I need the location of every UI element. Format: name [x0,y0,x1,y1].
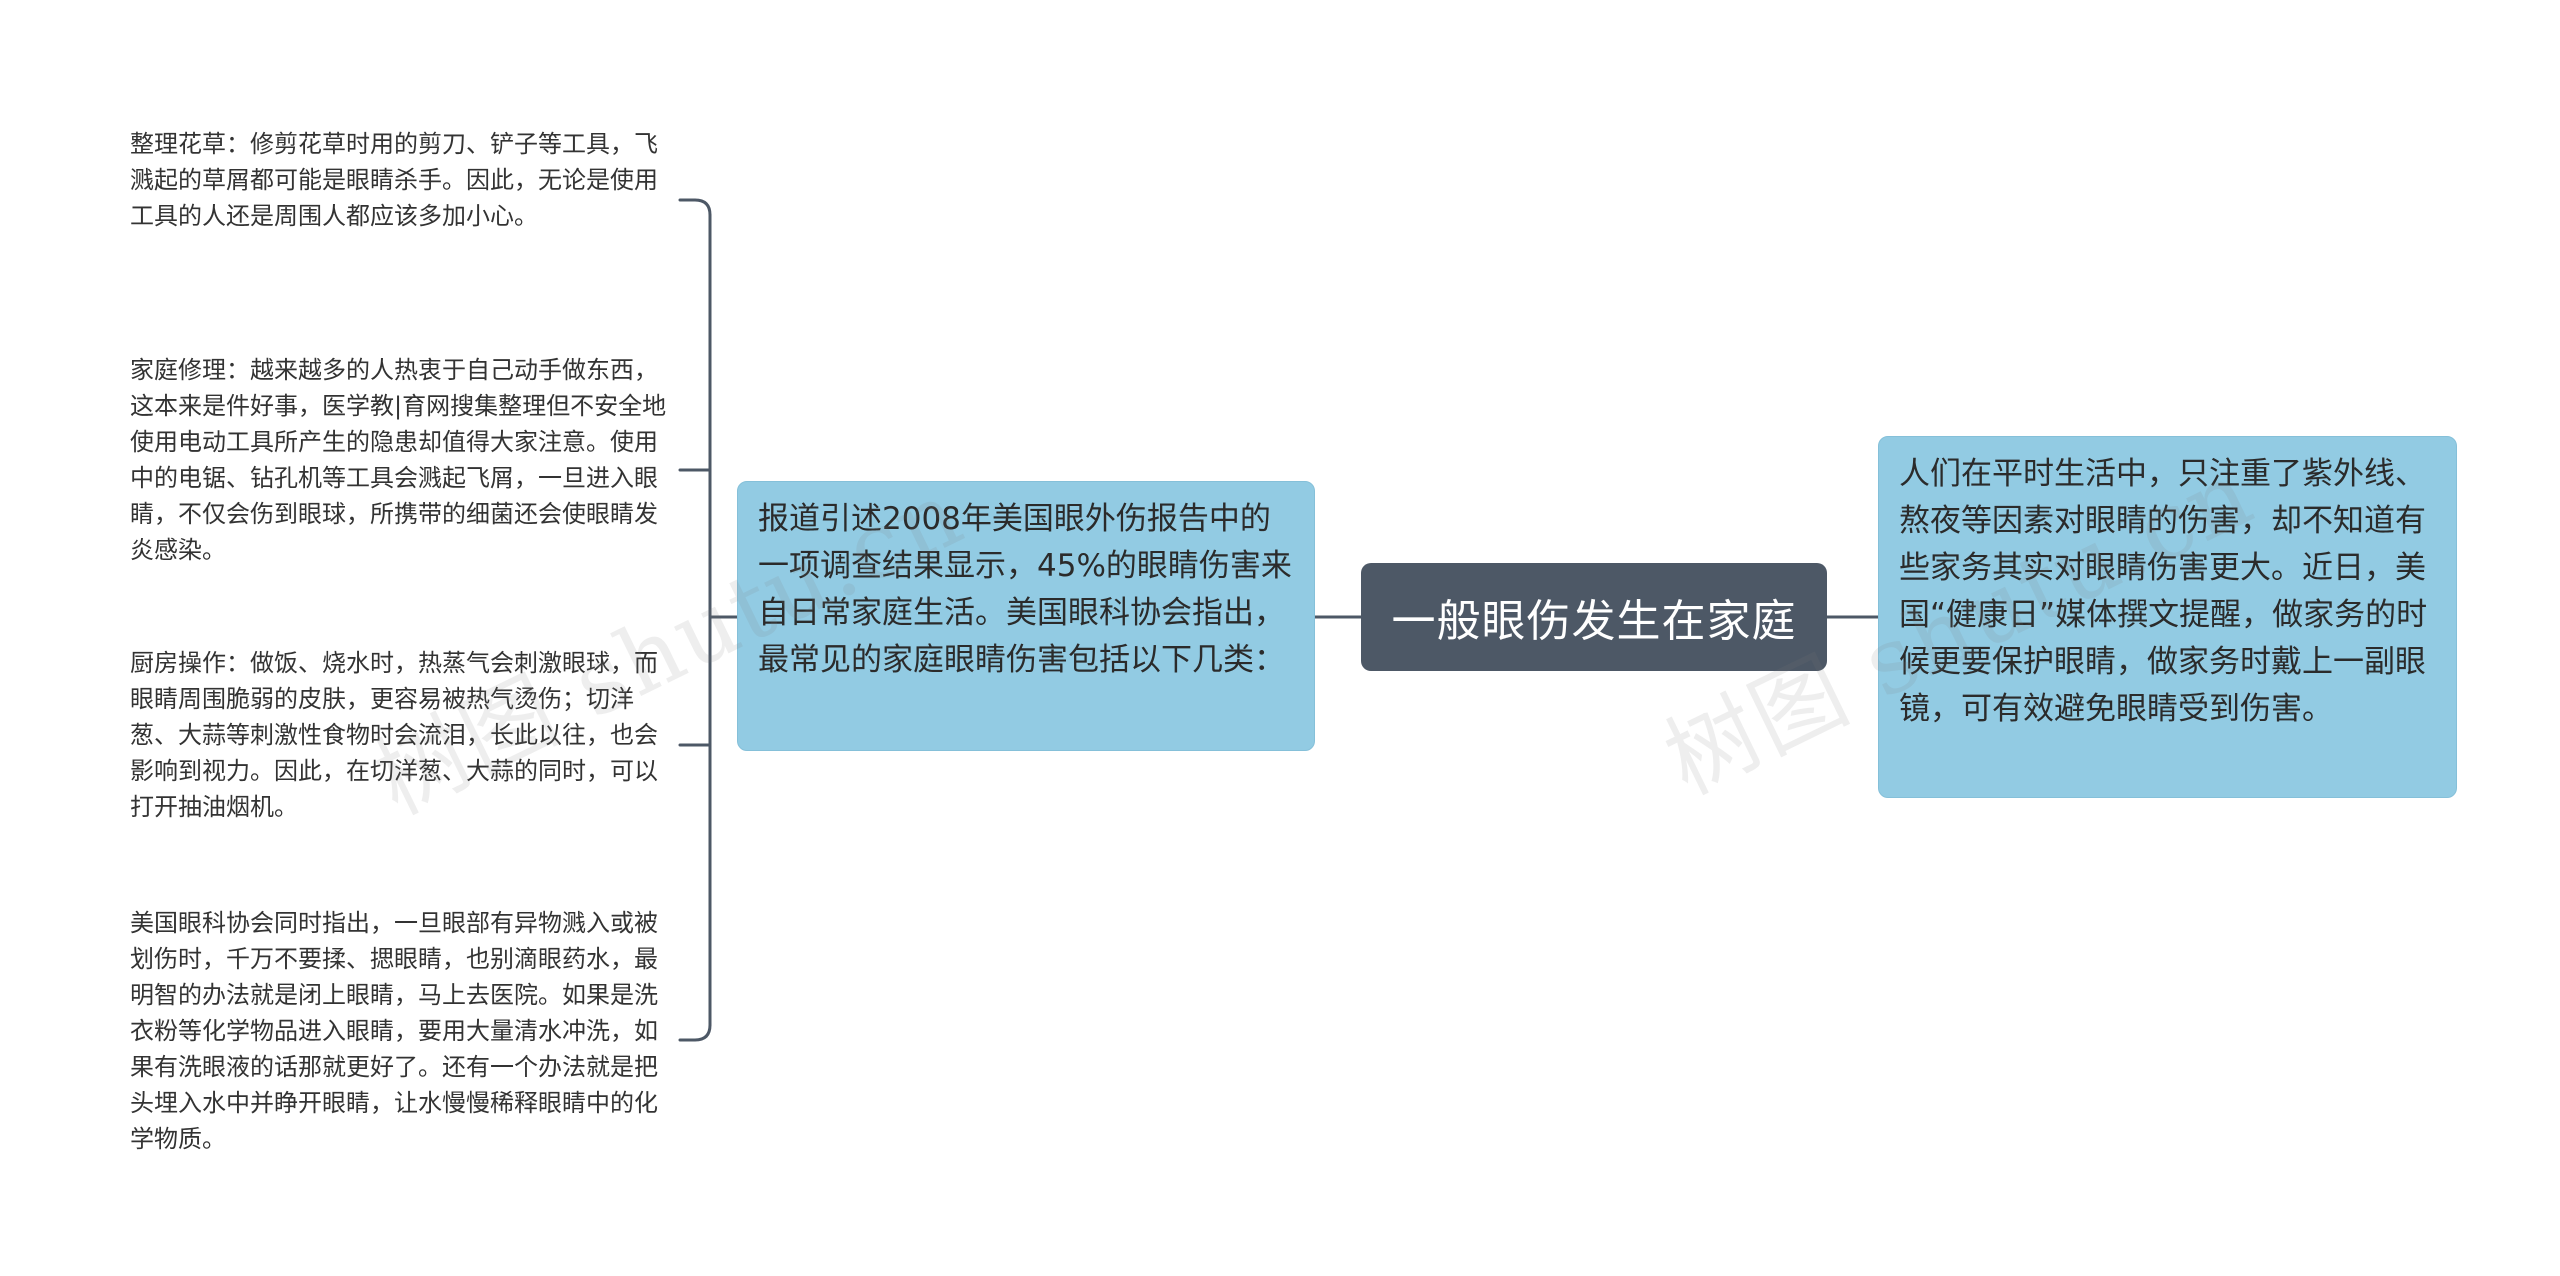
leaf-kitchen[interactable]: 厨房操作：做饭、烧水时，热蒸气会刺激眼球，而眼睛周围脆弱的皮肤，更容易被热气烫伤… [130,645,675,825]
bracket-tick-1 [678,198,712,217]
leaf-first-aid[interactable]: 美国眼科协会同时指出，一旦眼部有异物溅入或被划伤时，千万不要揉、揌眼睛，也别滴眼… [130,905,675,1157]
left-branch-node[interactable]: 报道引述2008年美国眼外伤报告中的一项调查结果显示，45%的眼睛伤害来自日常家… [737,481,1315,751]
right-branch-node[interactable]: 人们在平时生活中，只注重了紫外线、熬夜等因素对眼睛的伤害，却不知道有些家务其实对… [1878,436,2457,798]
leaf-home-repair-text: 家庭修理：越来越多的人热衷于自己动手做东西，这本来是件好事，医学教|育网搜集整理… [130,356,667,564]
leaf-first-aid-text: 美国眼科协会同时指出，一旦眼部有异物溅入或被划伤时，千万不要揉、揌眼睛，也别滴眼… [130,909,658,1153]
left-branch-text: 报道引述2008年美国眼外伤报告中的一项调查结果显示，45%的眼睛伤害来自日常家… [758,501,1292,678]
leaf-gardening-text: 整理花草：修剪花草时用的剪刀、铲子等工具，飞溅起的草屑都可能是眼睛杀手。因此，无… [130,130,658,230]
central-topic-node[interactable]: 一般眼伤发生在家庭 [1361,563,1827,671]
leaf-home-repair[interactable]: 家庭修理：越来越多的人热衷于自己动手做东西，这本来是件好事，医学教|育网搜集整理… [130,352,675,568]
leaf-gardening[interactable]: 整理花草：修剪花草时用的剪刀、铲子等工具，飞溅起的草屑都可能是眼睛杀手。因此，无… [130,126,675,234]
bracket-tick-4 [678,1023,712,1042]
right-branch-text: 人们在平时生活中，只注重了紫外线、熬夜等因素对眼睛的伤害，却不知道有些家务其实对… [1899,456,2428,727]
central-topic-label: 一般眼伤发生在家庭 [1391,596,1797,647]
leaf-kitchen-text: 厨房操作：做饭、烧水时，热蒸气会刺激眼球，而眼睛周围脆弱的皮肤，更容易被热气烫伤… [130,649,658,821]
